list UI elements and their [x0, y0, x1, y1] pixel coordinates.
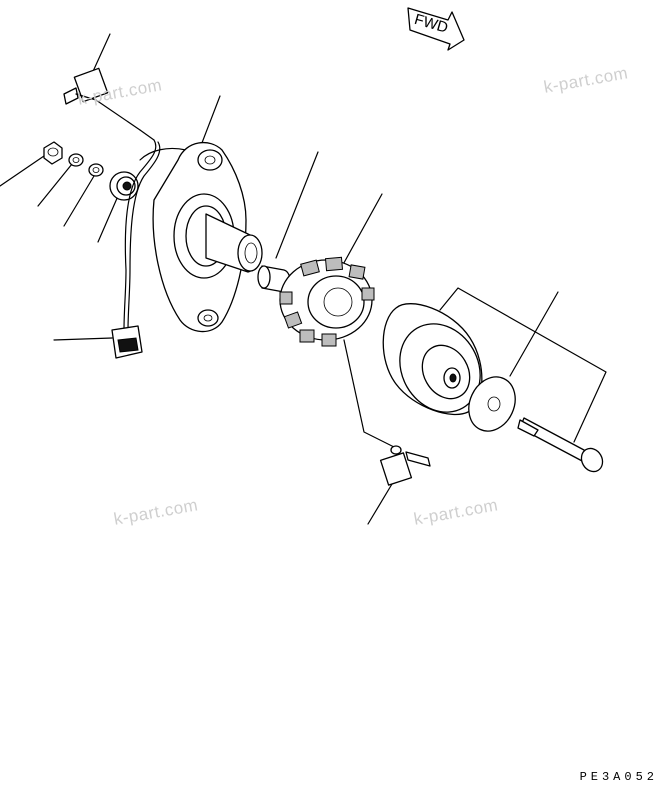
- shoulder-bolt: [517, 417, 604, 473]
- bearing: [109, 171, 139, 201]
- fwd-arrow: FWD: [407, 7, 465, 51]
- spring-washer: [68, 153, 84, 167]
- wire-harness: [123, 139, 187, 331]
- drawing-code: PE3A052: [579, 770, 658, 784]
- washer: [88, 163, 104, 177]
- thrust-washer: [468, 376, 516, 432]
- connector: [111, 325, 143, 359]
- clamp-bolt-tag: [379, 445, 431, 486]
- leader-lines: [0, 33, 607, 525]
- nut: [43, 141, 63, 165]
- stator-coil: [279, 256, 375, 347]
- bracket-housing: [152, 141, 263, 333]
- flywheel-rotor: [382, 303, 483, 416]
- bolt-tag: [63, 67, 155, 141]
